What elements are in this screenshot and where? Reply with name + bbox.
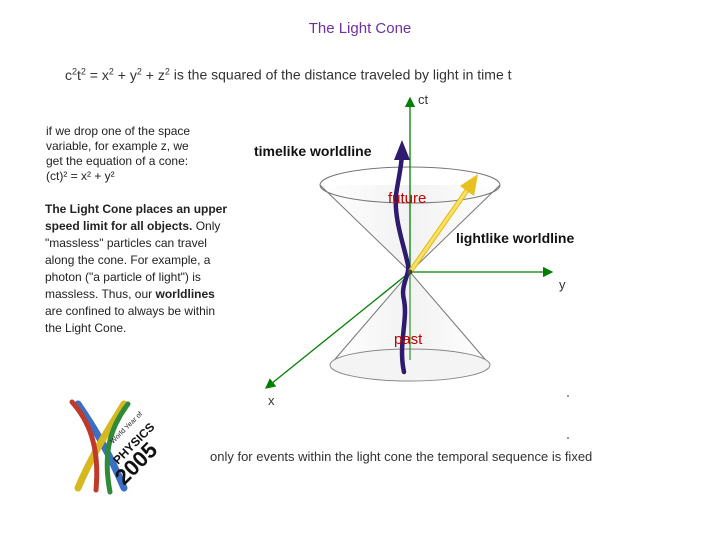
cone-equation: c2t2 = x2 + y2 + z2 is the squared of th… [65, 66, 512, 83]
note2-bold2: worldlines [155, 287, 215, 301]
timelike-worldline [393, 149, 411, 375]
note2-text2: are confined to always be within the Lig… [45, 304, 216, 335]
temporal-sequence-caption: only for events within the light cone th… [210, 449, 593, 464]
drop-variable-note: if we drop one of the space variable, fo… [46, 124, 236, 184]
x-axis [264, 271, 411, 389]
ct-axis-label: ct [418, 92, 429, 107]
note1-line3: get the equation of a cone: [46, 154, 189, 168]
speed-limit-note: The Light Cone places an upper speed lim… [45, 201, 229, 337]
timelike-label: timelike worldline [254, 143, 372, 159]
note2-bold1: The Light Cone places an upper speed lim… [45, 202, 228, 233]
origin-point [407, 269, 413, 275]
note2-text1: Only "massless" particles can travel alo… [45, 219, 221, 301]
note1-line1: if we drop one of the space [46, 124, 191, 138]
physics-2005-logo: World Year of PHYSICS 2005 [69, 399, 162, 495]
note1-line4: (ct)² = x² + y² [46, 169, 115, 183]
page-title: The Light Cone [308, 20, 412, 37]
x-axis-label: x [268, 393, 275, 408]
y-axis-label: y [559, 277, 566, 292]
timelike-arrowhead [394, 140, 410, 160]
equation-lhs: c2t2 = x2 + y2 + z2 [65, 66, 170, 83]
dot-mark [567, 437, 569, 439]
lightlike-label: lightlike worldline [456, 230, 574, 246]
equation-text: is the squared of the distance traveled … [169, 66, 512, 83]
future-label: future [388, 190, 426, 207]
note1-line2: variable, for example z, we [46, 139, 189, 153]
lightlike-arrowhead [460, 174, 478, 196]
past-label: past [394, 331, 423, 348]
dot-mark [567, 395, 569, 397]
